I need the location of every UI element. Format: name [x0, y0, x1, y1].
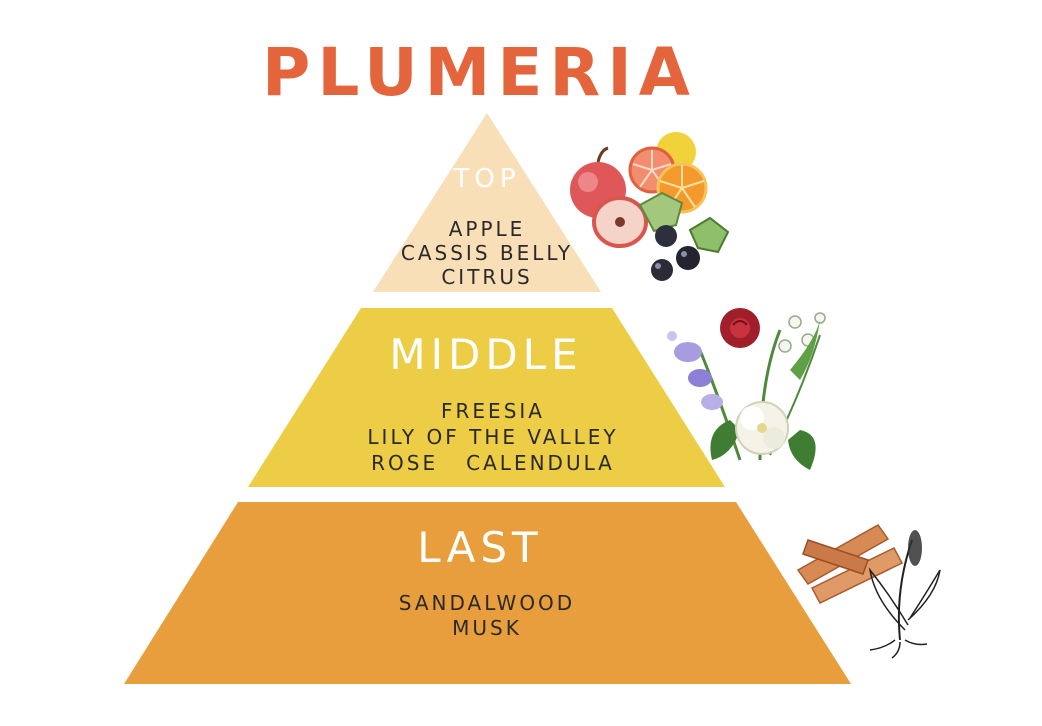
tier-middle-label: MIDDLE	[389, 330, 582, 379]
tier-middle-note: LILY OF THE VALLEY	[367, 425, 618, 449]
tier-top-note: CITRUS	[441, 265, 532, 289]
tier-last-shape	[124, 502, 851, 684]
flower-bouquet-illustration	[667, 308, 826, 470]
tier-middle-note: FREESIA	[441, 399, 545, 423]
tier-top-note: APPLE	[449, 217, 526, 241]
page-title: PLUMERIA	[262, 34, 697, 111]
tier-middle-shape	[248, 308, 725, 487]
sandalwood-illustration	[796, 524, 941, 659]
tier-last-label: LAST	[417, 523, 542, 572]
tier-top-shape	[373, 113, 601, 292]
tier-top-label: TOP	[452, 164, 520, 194]
tier-last-note: MUSK	[452, 616, 522, 640]
fruit-illustration	[570, 132, 730, 281]
tier-top-note: CASSIS BELLY	[401, 241, 573, 265]
tier-middle-note: ROSE CALENDULA	[371, 451, 615, 475]
tier-last-note: SANDALWOOD	[399, 591, 575, 615]
